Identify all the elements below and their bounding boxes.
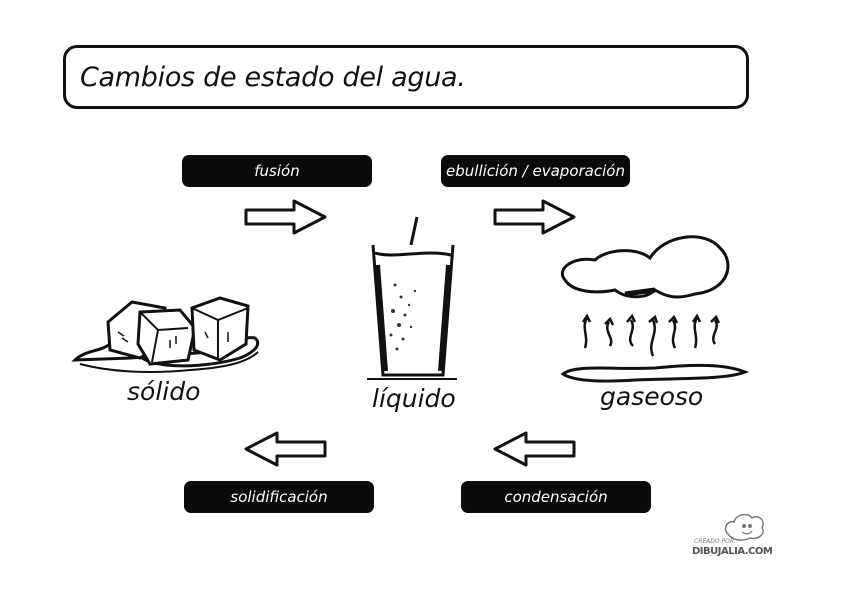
cloud-steam-icon [560,235,750,383]
process-label-evaporation: ebullición / evaporación [441,155,630,187]
credit-brand-text: DIBUJALIA.COM [692,546,773,557]
arrow-right-icon [493,199,576,235]
process-label-condensation: condensación [461,481,651,513]
state-label-solid: sólido [127,377,201,406]
credit-small-text: CREADO POR [694,538,735,545]
state-label-liquid: líquido [372,384,456,413]
arrow-left-icon [244,431,327,467]
cloud-mascot-icon [724,513,764,541]
arrow-left-icon [493,431,576,467]
ice-cubes-icon [71,296,260,373]
title-box: Cambios de estado del agua. [63,45,749,109]
state-label-gas: gaseoso [600,382,704,411]
process-label-solidification: solidificación [184,481,374,513]
credit-logo: CREADO POR DIBUJALIA.COM [692,510,773,562]
arrow-right-icon [244,199,327,235]
page-title: Cambios de estado del agua. [80,62,466,93]
water-glass-icon [367,216,457,380]
process-label-fusion: fusión [182,155,372,187]
